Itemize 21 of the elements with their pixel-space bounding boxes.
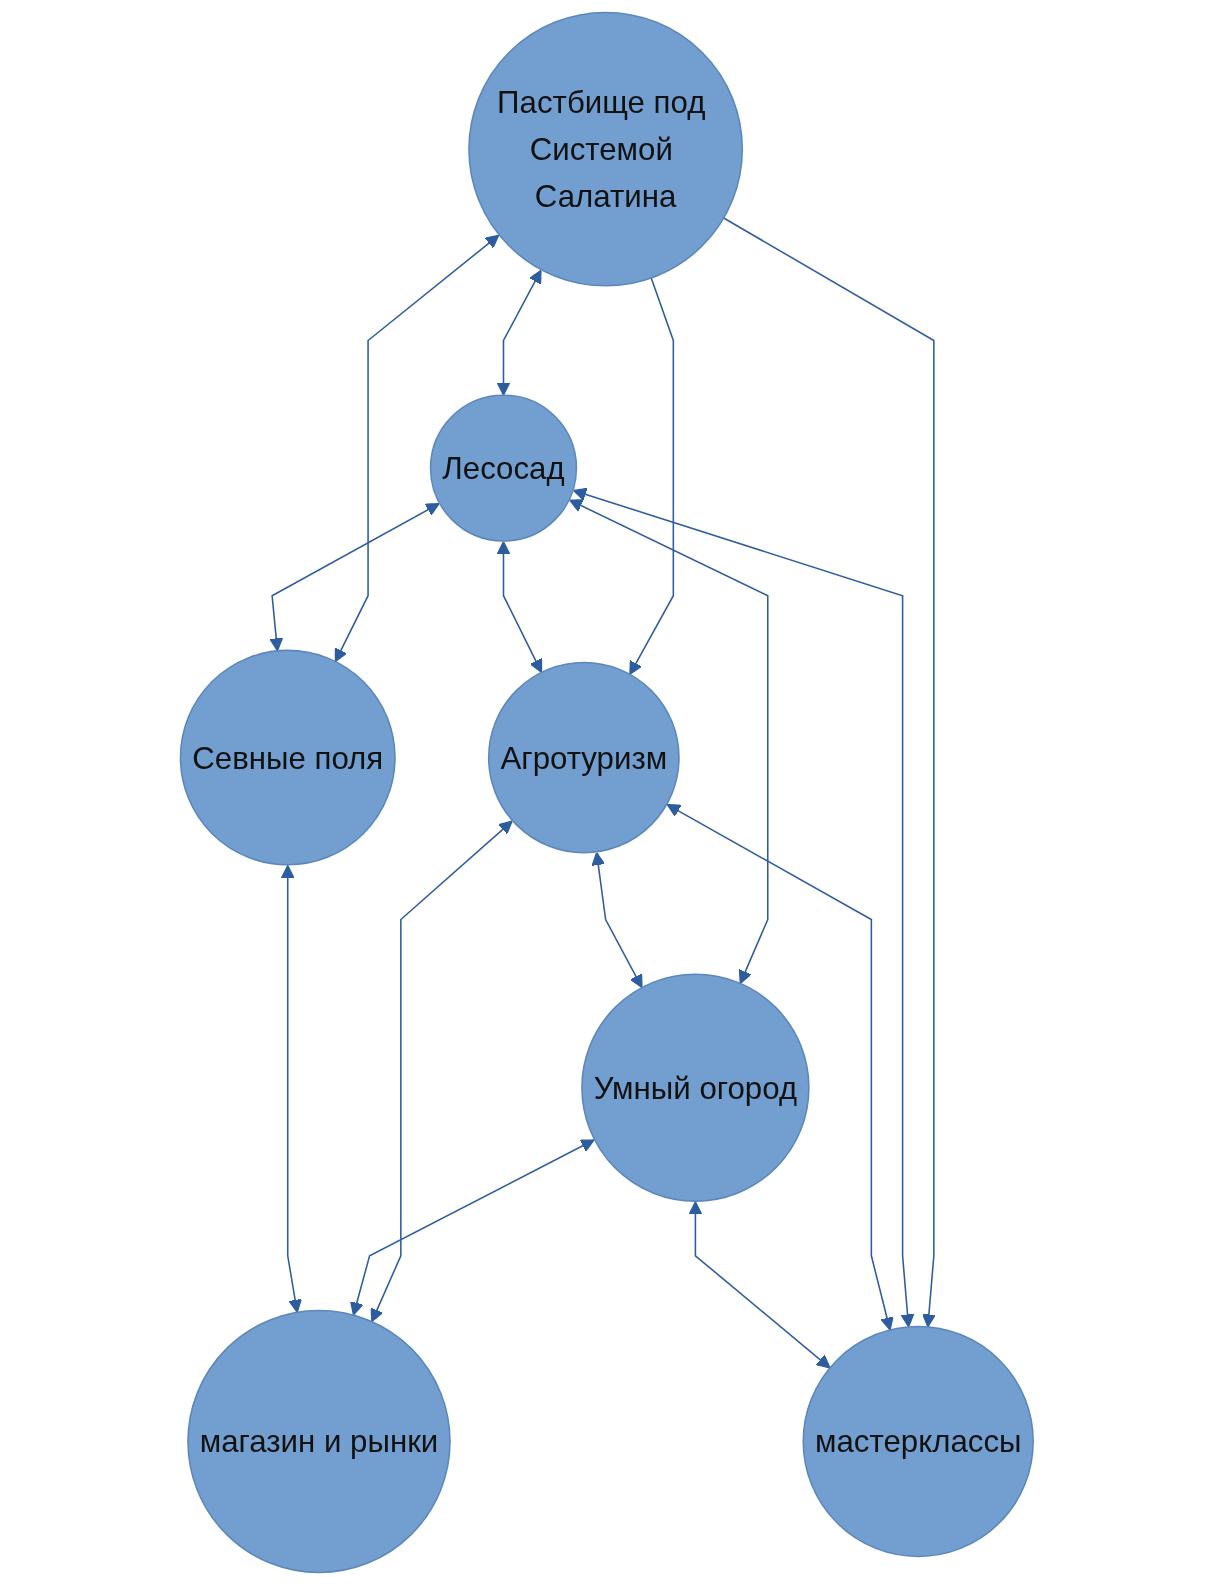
arrow	[568, 499, 769, 985]
node-circle: Севные поля	[179, 649, 396, 866]
arrow	[572, 487, 915, 1328]
arrow	[666, 803, 894, 1331]
node-circle: Пастбище под Системой Салатина	[467, 11, 743, 287]
node-circle: магазин и рынки	[186, 1309, 451, 1574]
node-circle: Умный огород	[580, 973, 810, 1202]
node-circle: Агротуризм	[487, 661, 680, 854]
arrow	[334, 234, 499, 663]
arrow	[496, 269, 542, 396]
arrow	[370, 820, 513, 1323]
arrow	[722, 217, 936, 1328]
node-circle: Лесосад	[429, 394, 577, 542]
arrow	[591, 851, 643, 989]
arrow	[349, 1139, 595, 1316]
arrow	[280, 864, 302, 1313]
node-circle: мастерклассы	[802, 1325, 1034, 1558]
arrow	[269, 503, 440, 652]
arrow	[628, 277, 674, 675]
arrow	[496, 541, 542, 673]
arrow	[688, 1201, 831, 1369]
